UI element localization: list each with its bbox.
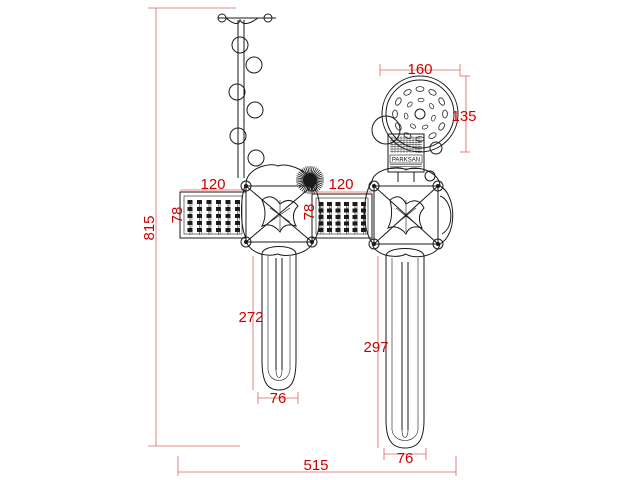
overall-width-label: 515 [303,457,328,474]
ring-2 [245,56,263,74]
overall-height-dimension: 815 [141,7,240,447]
right-slide-width-label: 76 [397,450,414,467]
left-panel-height-label: 78 [169,207,186,224]
wheel-height-label: 135 [451,108,476,125]
overall-width-dimension: 515 [177,456,457,476]
right-slide: 297 76 [363,248,427,467]
center-panel-height-label: 78 [301,204,318,221]
left-slide-length-label: 272 [238,309,263,326]
sun-spinner [296,166,324,194]
right-slide-length-label: 297 [363,339,388,356]
spinning-wheel: 160 135 [371,61,477,182]
ring-6 [247,149,265,167]
ring-pole-assembly [217,13,276,178]
left-panel-width-label: 120 [200,176,225,193]
center-panel-width-label: 120 [328,176,353,193]
left-slide-width-label: 76 [270,390,287,407]
sign-text: PARKSAN [392,158,420,164]
overall-height-label: 815 [141,215,158,240]
center-climbing-panel: 120 78 [301,176,373,239]
right-platform [364,167,454,258]
wheel-width-label: 160 [407,61,432,78]
ring-5 [229,127,247,145]
left-climbing-panel: 120 78 [169,176,247,239]
ring-3 [228,83,246,101]
left-slide: 272 76 [238,246,299,407]
ring-1 [231,36,249,54]
ring-4 [246,101,264,119]
